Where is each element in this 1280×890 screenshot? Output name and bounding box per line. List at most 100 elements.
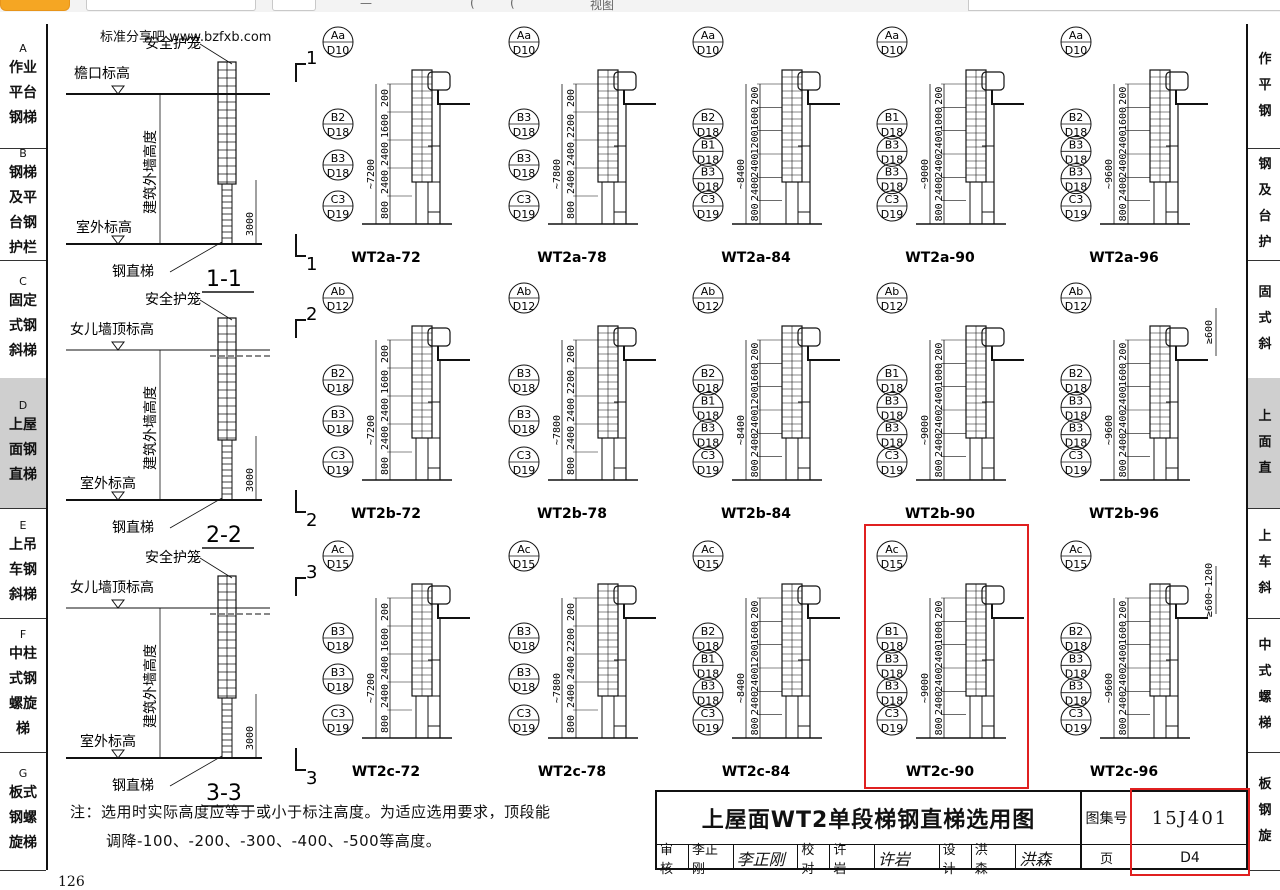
dimension-value: 2400 (750, 154, 761, 178)
component-code: Ab (1069, 285, 1084, 298)
dimension-value: 2400 (934, 386, 945, 410)
component-page-ref: D18 (1065, 409, 1087, 422)
component-page-ref: D18 (1065, 437, 1087, 450)
elevation-marker (111, 85, 125, 95)
chapter-tab-right[interactable]: 中式螺梯 (1248, 618, 1280, 753)
toolbar-page-input[interactable] (272, 0, 316, 11)
chapter-title-line: 式 (1258, 664, 1272, 679)
section-mark-number: 2 (306, 510, 317, 531)
chapter-title-line: 钢梯 (9, 109, 37, 126)
toolbar-fragment[interactable]: — (360, 0, 372, 10)
leader-line (199, 43, 233, 65)
designer-name: 洪 森 (974, 842, 1001, 877)
total-height: ~8400 (736, 415, 747, 445)
toolbar-page-dropdown[interactable] (86, 0, 256, 11)
dimension-value: 2400 (934, 433, 945, 457)
component-code: B1 (701, 394, 716, 407)
component-code: C3 (885, 449, 900, 462)
toolbar-fragment[interactable]: ( (510, 0, 515, 10)
toolbar-view-menu[interactable]: 视图 (590, 0, 615, 12)
component-page-ref: D18 (513, 640, 535, 653)
chapter-letter: C (19, 274, 27, 288)
component-page-ref: D10 (881, 44, 903, 57)
chapter-tab-right[interactable]: 板钢旋 (1248, 752, 1280, 871)
chapter-tab-right[interactable]: 上面直 (1248, 378, 1280, 509)
variant-wt2a-78: AaD10B3D18B3D18C3D19200220024002400800~7… (508, 26, 656, 266)
toolbar-primary-button[interactable] (0, 0, 70, 11)
component-code: B3 (885, 138, 900, 151)
dimension-value: 2400 (934, 130, 945, 154)
chapter-title-line: 台 (1258, 209, 1272, 224)
ground-elevation-label: 室外标高 (80, 733, 136, 750)
drawing-title: 上屋面WT2单段梯钢直梯选用图 (657, 792, 1082, 845)
dimension-value: 800 (750, 203, 761, 221)
chapter-tab-right[interactable]: 固式斜 (1248, 260, 1280, 379)
component-page-ref: D18 (1065, 640, 1087, 653)
roof-edge (807, 346, 840, 361)
dimension-value: 2400 (934, 410, 945, 434)
review-label: 审核 (660, 842, 674, 877)
atlas-number-label: 图集号 (1082, 792, 1132, 845)
variant-wt2a-72: AaD10B2D18B3D18C3D19200160024002400800~7… (322, 26, 470, 266)
dimension-value: 2400 (1118, 154, 1129, 178)
component-page-ref: D18 (1065, 667, 1087, 680)
model-label: WT2a-78 (537, 250, 606, 266)
roof-edge (807, 604, 840, 619)
elevation-marker (111, 341, 125, 351)
chapter-tab-right[interactable]: 上车斜 (1248, 508, 1280, 619)
component-code: B3 (517, 625, 532, 638)
leader-line (169, 755, 223, 787)
dimension-value: 200 (750, 343, 761, 361)
dimension-value: 200 (750, 601, 761, 619)
dimension-value: 2400 (934, 644, 945, 668)
section-mark-number: 1 (306, 48, 317, 69)
viewer-toolbar: — ( ( 视图 (0, 0, 1280, 12)
top-hook (1165, 585, 1189, 605)
component-code: C3 (701, 449, 716, 462)
component-code: Ac (517, 543, 530, 556)
chapter-tab-right[interactable]: 钢及台护 (1248, 148, 1280, 261)
leader-line (169, 497, 223, 529)
dimension-value: 1600 (750, 363, 761, 387)
model-label: WT2c-84 (722, 764, 791, 780)
dimension-value: 2400 (380, 142, 391, 166)
component-page-ref: D18 (697, 153, 719, 166)
component-page-ref: D12 (881, 300, 903, 313)
dimension-value: 1600 (1118, 621, 1129, 645)
component-page-ref: D18 (697, 126, 719, 139)
component-page-ref: D12 (327, 300, 349, 313)
component-page-ref: D18 (327, 640, 349, 653)
component-code: B3 (517, 666, 532, 679)
wall-height-label: 建筑外墙高度 (142, 644, 159, 728)
total-height: ~7800 (552, 159, 563, 189)
dimension-value: 200 (566, 89, 577, 107)
top-hook (797, 585, 821, 605)
chapter-tab-right[interactable]: 作平钢 (1248, 24, 1280, 149)
chapter-title-line: 梯 (1258, 716, 1272, 731)
model-label: WT2c-78 (538, 764, 606, 780)
chapter-title-line: 钢 (1258, 803, 1272, 818)
component-page-ref: D18 (697, 695, 719, 708)
top-hook (797, 327, 821, 347)
component-page-ref: D19 (1065, 208, 1087, 221)
component-code: C3 (331, 707, 346, 720)
chapter-title-line: 式钢 (9, 671, 37, 687)
toolbar-search-input[interactable] (968, 0, 1280, 11)
component-page-ref: D19 (513, 464, 535, 477)
dimension-value: 800 (750, 717, 761, 735)
total-height: ~7200 (366, 415, 377, 445)
chapter-title-line: 直梯 (9, 466, 37, 483)
component-code: B3 (517, 408, 532, 421)
dimension-value: 200 (566, 603, 577, 621)
component-code: Ac (1069, 543, 1082, 556)
dimension-value: 1000 (934, 621, 945, 645)
toolbar-fragment[interactable]: ( (470, 0, 475, 10)
dimension-value: 2400 (750, 410, 761, 434)
component-page-ref: D18 (881, 695, 903, 708)
